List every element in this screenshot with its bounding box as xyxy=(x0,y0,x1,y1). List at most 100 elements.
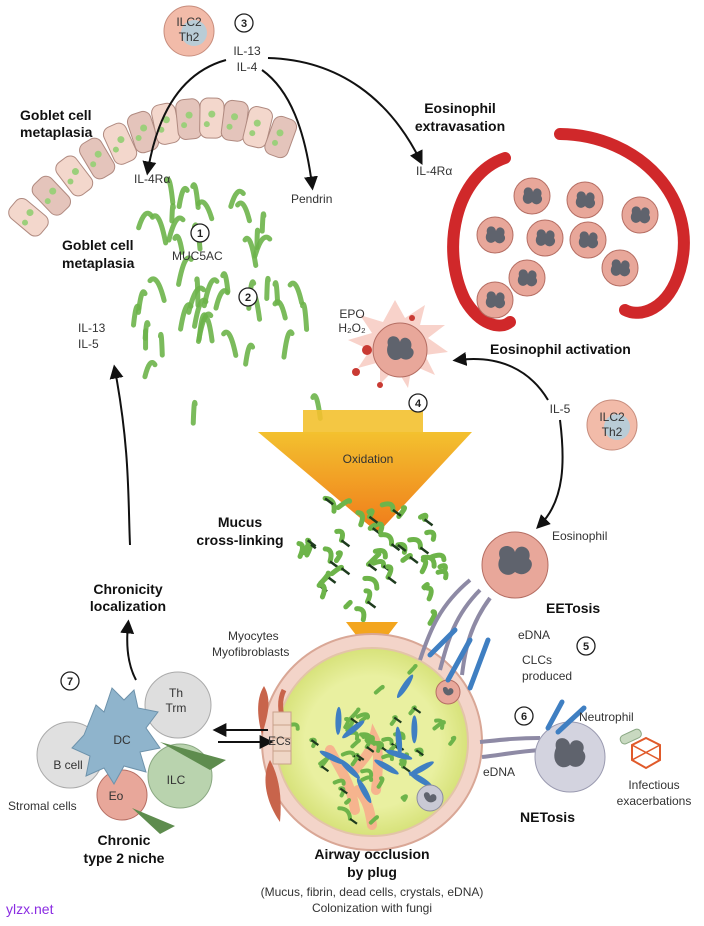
colonization-label: Colonization with fungi xyxy=(312,901,432,915)
mucus-strand xyxy=(169,202,176,224)
airway-occlusion-l2: by plug xyxy=(347,864,397,880)
ilc2-th2-cell-top: ILC2 Th2 xyxy=(163,5,215,57)
step-7: 7 xyxy=(67,676,73,688)
mucus-strand xyxy=(172,233,185,255)
mucus-strand xyxy=(287,280,305,306)
plug-mucus-strand xyxy=(376,776,385,789)
charcot-leyden-crystal xyxy=(335,706,342,735)
disulfide-crosslink xyxy=(409,556,419,565)
eosinophil-label: Eosinophil xyxy=(552,529,607,543)
step-4-circle xyxy=(408,393,428,413)
step-3: 3 xyxy=(241,18,247,30)
vessel-eosinophil-nucleus xyxy=(535,229,556,247)
crosslinked-mucus-strand xyxy=(424,585,434,602)
crosslinked-mucus-strand xyxy=(317,582,327,600)
charcot-leyden-crystal xyxy=(356,778,372,804)
mucus-strand xyxy=(272,299,288,321)
plug-mucus-strand xyxy=(343,717,351,730)
plug-crosslink xyxy=(320,765,330,773)
mucus-crosslinking-l2: cross-linking xyxy=(196,532,283,548)
airway-plug xyxy=(261,633,483,851)
mucin-granule xyxy=(162,116,170,124)
plug-crosslink xyxy=(310,739,319,746)
mucus-strands xyxy=(131,176,323,426)
mucus-strand xyxy=(192,297,209,329)
plug-mucus-strand xyxy=(373,684,385,695)
goblet-metaplasia-left-l1: Goblet cell xyxy=(62,237,134,253)
il5-left-label: IL-5 xyxy=(78,337,99,351)
mucus-strand xyxy=(195,311,214,344)
mucin-granule xyxy=(135,134,142,141)
mucin-granule xyxy=(226,123,233,130)
crosslinked-mucus-strand xyxy=(335,498,353,511)
activated-eosinophil xyxy=(348,300,448,388)
charcot-leyden-crystal xyxy=(319,750,345,765)
step-2-circle xyxy=(238,287,258,307)
vessel-eosinophil-nucleus xyxy=(522,187,543,205)
plug-mucus-strand xyxy=(434,718,445,730)
chronic-niche-cells xyxy=(36,671,226,834)
vessel-eosinophil-nucleus xyxy=(578,231,599,249)
charcot-leyden-crystal xyxy=(411,715,418,744)
mucus-strand xyxy=(259,211,267,234)
plug-mucus-strand xyxy=(332,778,346,786)
epithelial-cell xyxy=(8,198,49,237)
step-6-circle xyxy=(514,706,534,726)
crosslinked-mucus-strand xyxy=(400,552,413,563)
mucus-strand xyxy=(176,185,190,210)
arrow-il13-to-pendrin xyxy=(261,69,318,191)
step-7-circle xyxy=(60,671,80,691)
crosslinked-mucus-strand xyxy=(378,532,395,547)
disulfide-crosslink xyxy=(306,539,317,548)
ilc2-top-label: ILC2 xyxy=(176,15,202,29)
blood-vessel xyxy=(447,128,690,332)
edna-net-label: eDNA xyxy=(483,765,515,779)
mucus-strand xyxy=(272,280,281,306)
eosinophil-activation-label: Eosinophil activation xyxy=(490,341,631,357)
stromal-cells-label: Stromal cells xyxy=(8,799,77,813)
ecs-label: ECs xyxy=(268,734,291,748)
epithelial-cell xyxy=(31,175,72,216)
crosslinked-mucus-strand xyxy=(296,541,305,559)
mucin-granule xyxy=(49,187,57,195)
vessel-wall-left xyxy=(447,152,516,332)
virus-icon xyxy=(631,736,661,770)
th-label: Th xyxy=(169,686,183,700)
ilc2-right-label: ILC2 xyxy=(599,410,625,424)
dc-label: DC xyxy=(113,733,131,747)
plug-mucus-strand xyxy=(359,714,370,723)
muc5ac-label: MUC5AC xyxy=(172,249,223,263)
plug-mucus-strand xyxy=(340,750,356,758)
crosslinked-mucus-strand xyxy=(385,564,394,580)
plug-crosslink xyxy=(349,817,358,825)
epithelial-cell xyxy=(242,106,273,149)
eetosis-label: EETosis xyxy=(546,600,600,616)
plug-mucus-strand xyxy=(360,768,374,778)
ilc2-th2-cell-right: ILC2 Th2 xyxy=(586,399,638,451)
crosslinked-mucus-strand xyxy=(407,537,423,550)
exacerbations-label: exacerbations xyxy=(617,794,692,808)
mucin-granule xyxy=(94,150,102,158)
epithelial-cell xyxy=(102,122,138,165)
edna-right-label: eDNA xyxy=(518,628,550,642)
dendritic-cell xyxy=(71,687,161,785)
il4ra-vessel-label: IL-4Rα xyxy=(416,164,452,178)
mucus-strand xyxy=(164,176,176,206)
epithelial-cell xyxy=(264,115,298,159)
arrow-niche-to-chronicity xyxy=(120,619,137,681)
mucus-strand xyxy=(300,301,310,332)
disulfide-crosslink xyxy=(390,543,401,552)
mucin-granule xyxy=(185,111,193,119)
mucin-granule xyxy=(22,219,28,226)
arrow-il13-to-goblet xyxy=(142,59,227,176)
plug-crosslink xyxy=(339,787,348,795)
mucus-strand xyxy=(149,213,169,246)
plug-contents-label: (Mucus, fibrin, dead cells, crystals, eD… xyxy=(261,885,484,899)
crosslinked-mucus-strand xyxy=(329,564,345,577)
h2o2-label: H₂O₂ xyxy=(338,321,366,335)
crosslinked-mucus-strand xyxy=(371,558,387,569)
netosis-neutrophil xyxy=(479,699,606,793)
mucus-strand xyxy=(242,235,259,268)
eetosis-eosinophil xyxy=(418,531,549,691)
